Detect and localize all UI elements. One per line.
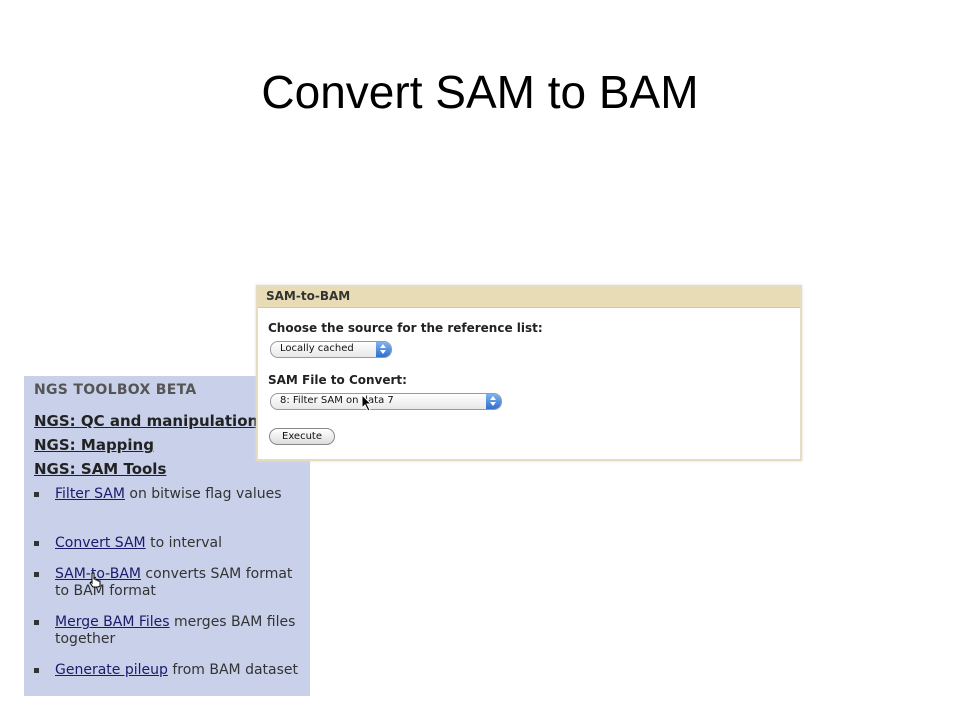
sam-to-bam-link[interactable]: SAM-to-BAM <box>55 566 141 582</box>
reference-source-value: Locally cached <box>280 343 354 354</box>
arrow-cursor-icon <box>361 394 373 412</box>
filter-sam-link[interactable]: Filter SAM <box>55 486 125 502</box>
sam-file-select[interactable]: 8: Filter SAM on data 7 <box>270 393 502 410</box>
convert-sam-link[interactable]: Convert SAM <box>55 535 146 551</box>
section-sam-tools[interactable]: NGS: SAM Tools <box>34 460 167 478</box>
tool-item-merge-bam: Merge BAM Files merges BAM files togethe… <box>34 614 304 648</box>
section-qc-manipulation[interactable]: NGS: QC and manipulation <box>34 412 259 430</box>
bullet-icon <box>34 572 39 577</box>
tool-item-generate-pileup: Generate pileup from BAM dataset <box>34 662 304 679</box>
sam-to-bam-form: SAM-to-BAM Choose the source for the ref… <box>256 285 802 461</box>
slide-title: Convert SAM to BAM <box>261 66 699 118</box>
bullet-icon <box>34 668 39 673</box>
select-arrows-icon <box>486 394 501 409</box>
toolbox-title: NGS TOOLBOX BETA <box>34 382 197 398</box>
bullet-icon <box>34 620 39 625</box>
reference-source-select[interactable]: Locally cached <box>270 341 392 358</box>
tool-description: converts SAM format to BAM format <box>55 566 293 599</box>
tool-description: on bitwise flag values <box>124 486 282 502</box>
tool-description: from BAM dataset <box>167 662 298 678</box>
execute-button[interactable]: Execute <box>269 428 335 445</box>
tool-item-filter-sam: Filter SAM on bitwise flag values <box>34 486 304 503</box>
hand-cursor-icon <box>89 572 101 588</box>
bullet-icon <box>34 541 39 546</box>
merge-bam-files-link[interactable]: Merge BAM Files <box>55 614 170 630</box>
sam-file-value: 8: Filter SAM on data 7 <box>280 395 394 406</box>
generate-pileup-link[interactable]: Generate pileup <box>55 662 168 678</box>
sam-file-label: SAM File to Convert: <box>268 373 407 387</box>
section-mapping[interactable]: NGS: Mapping <box>34 436 154 454</box>
bullet-icon <box>34 492 39 497</box>
tool-item-convert-sam: Convert SAM to interval <box>34 535 304 552</box>
form-header: SAM-to-BAM <box>258 287 800 308</box>
tool-item-sam-to-bam: SAM-to-BAM converts SAM format to BAM fo… <box>34 566 304 600</box>
select-arrows-icon <box>376 342 391 357</box>
form-title: SAM-to-BAM <box>266 289 351 303</box>
tool-description: to interval <box>145 535 222 551</box>
tool-description: merges BAM files together <box>55 614 296 647</box>
reference-source-label: Choose the source for the reference list… <box>268 321 543 335</box>
